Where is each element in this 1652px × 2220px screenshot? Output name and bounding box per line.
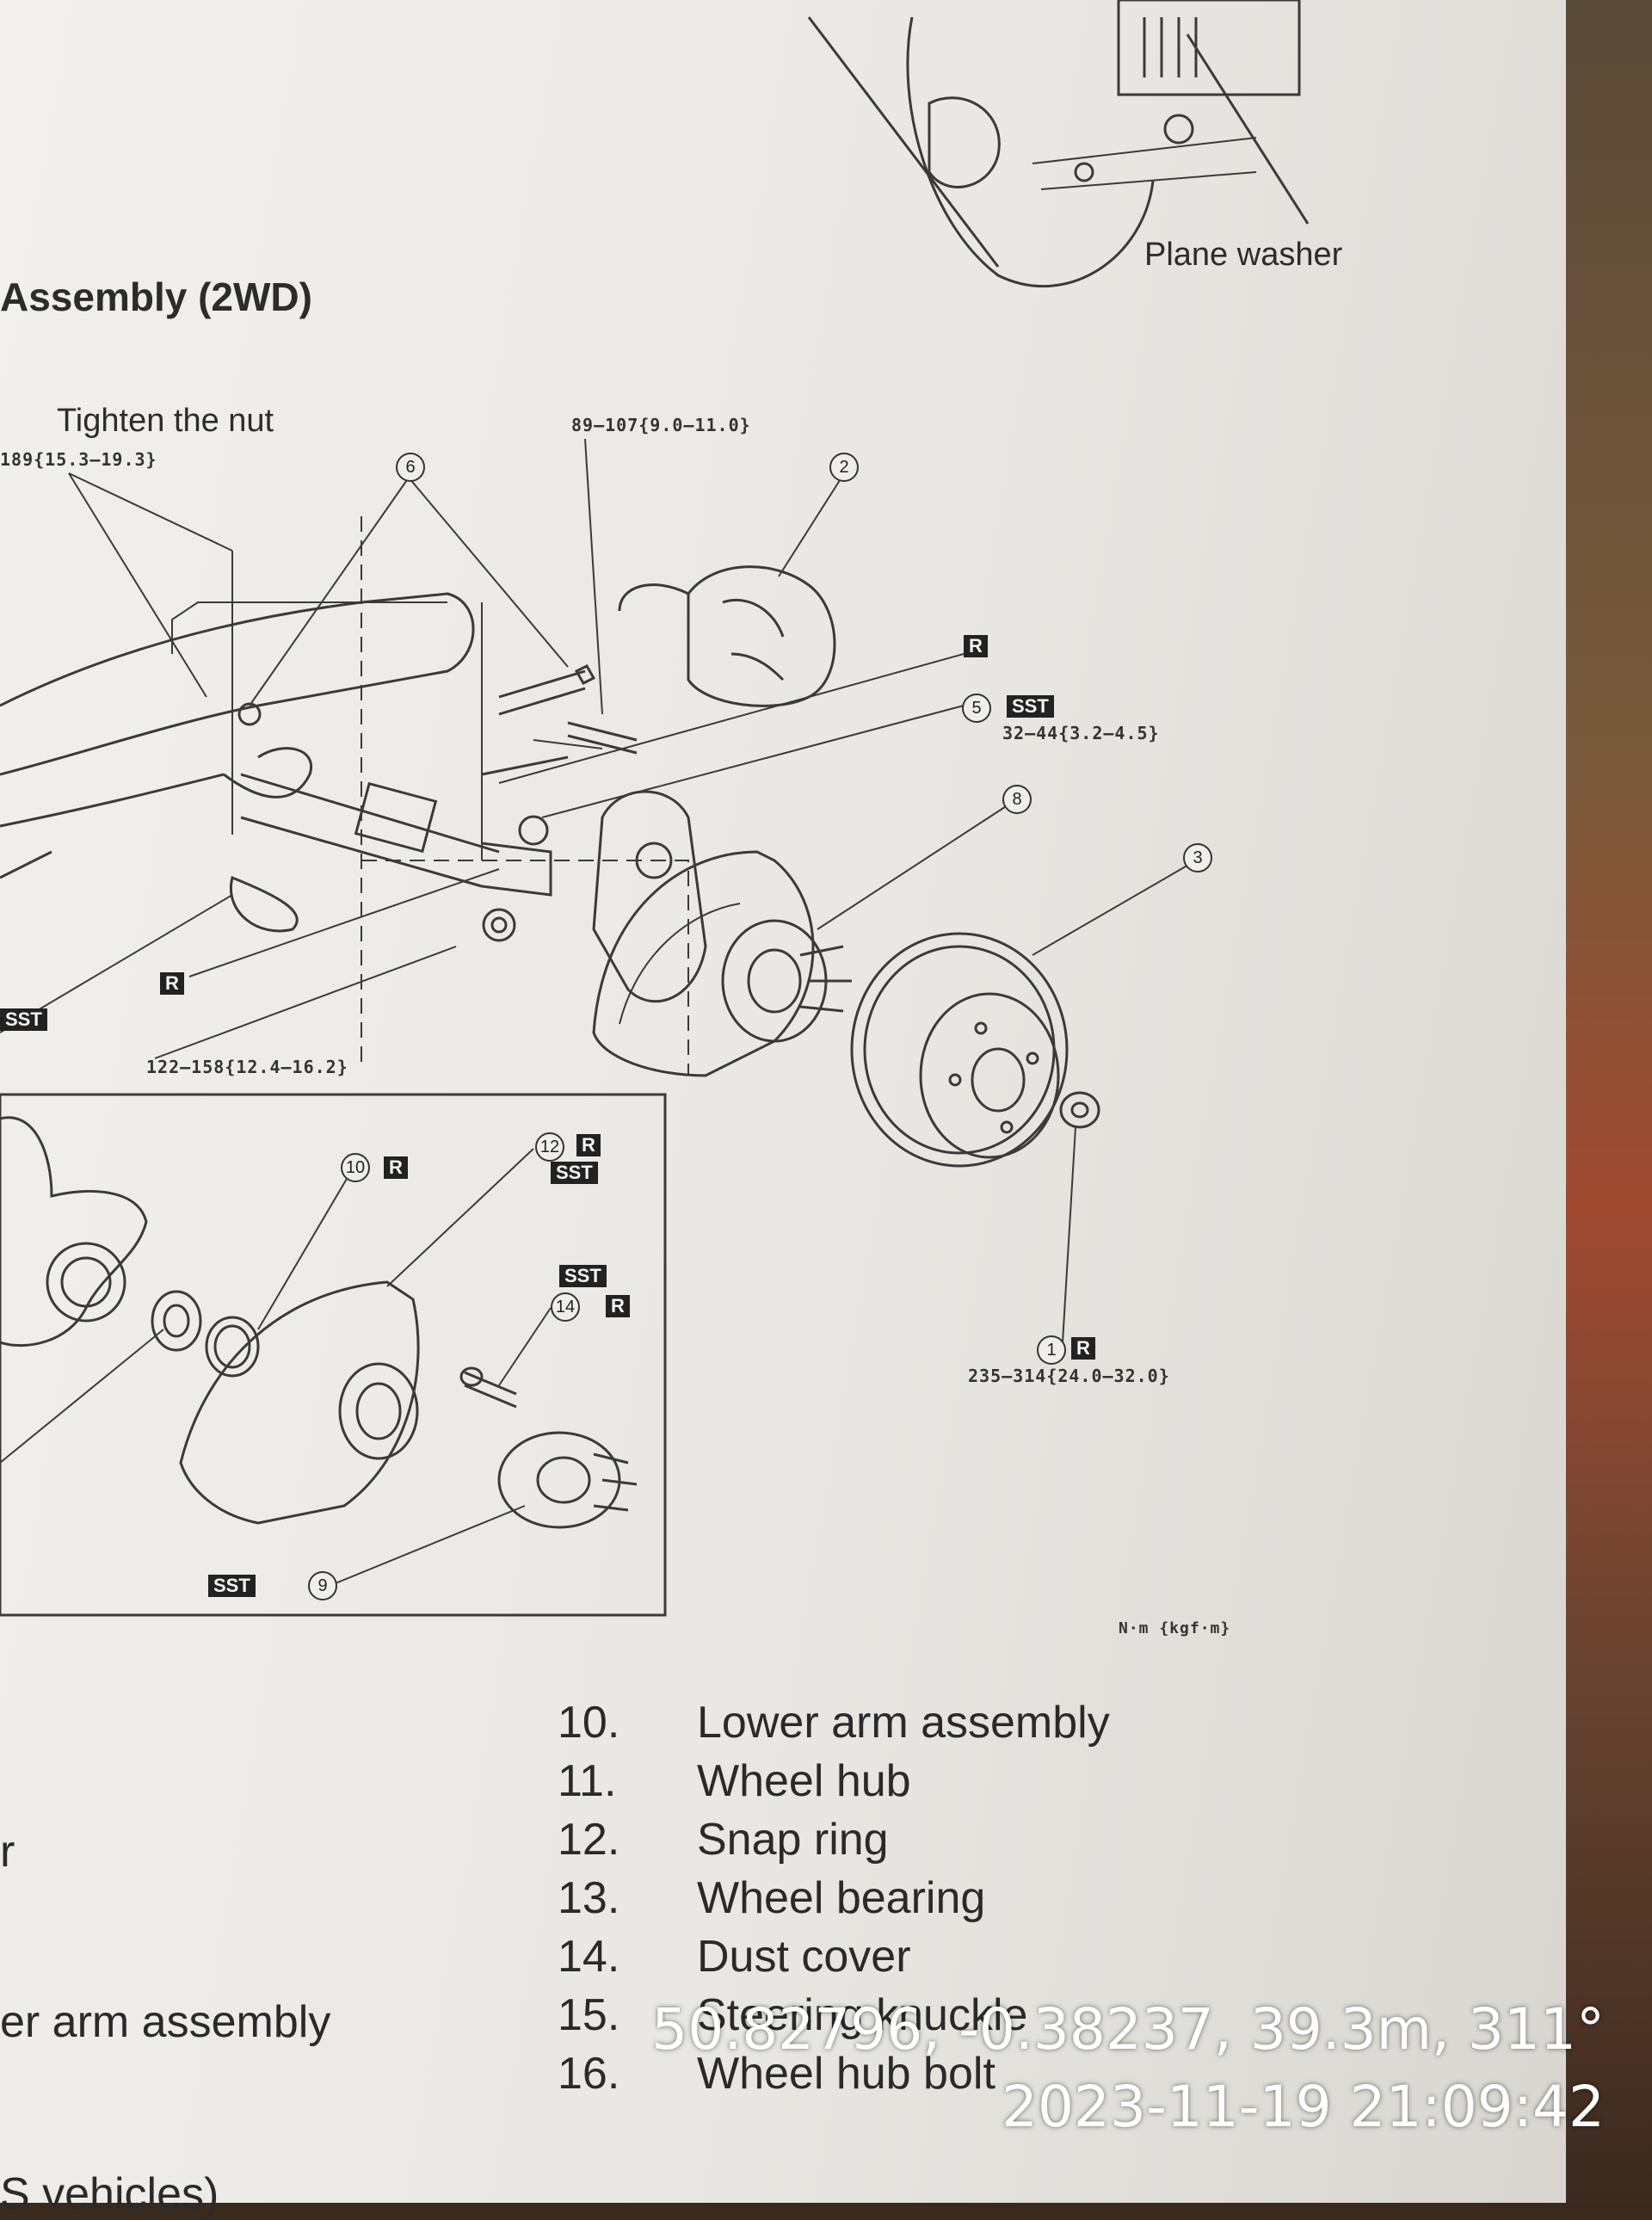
tag-sst: SST xyxy=(559,1265,607,1287)
timestamp: 2023-11-19 21:09:42 xyxy=(1002,2074,1605,2140)
legend-item: 16.Wheel hub bolt xyxy=(558,2049,996,2099)
tag-r: R xyxy=(1071,1337,1095,1360)
legend-item: 10.Lower arm assembly xyxy=(558,1698,1110,1748)
callout-9: 9 xyxy=(308,1571,337,1600)
legend-item: 13.Wheel bearing xyxy=(558,1873,986,1923)
tag-r: R xyxy=(384,1156,408,1179)
callout-2: 2 xyxy=(829,453,859,482)
tag-r: R xyxy=(606,1295,630,1317)
callout-5: 5 xyxy=(962,694,991,723)
parts-legend: 10.Lower arm assembly 11.Wheel hub 12.Sn… xyxy=(558,1693,1110,2103)
tag-r: R xyxy=(964,635,988,657)
callout-12: 12 xyxy=(535,1132,564,1162)
callout-10: 10 xyxy=(341,1153,370,1182)
callout-3: 3 xyxy=(1183,843,1212,873)
torque-spec-5: 32—44{3.2—4.5} xyxy=(1002,723,1160,743)
legend-fragment: S vehicles) xyxy=(0,2169,219,2219)
torque-spec-6: 189{15.3—19.3} xyxy=(0,449,157,470)
callout-8: 8 xyxy=(1002,785,1032,814)
callout-1: 1 xyxy=(1037,1335,1066,1365)
tag-r: R xyxy=(576,1134,601,1156)
legend-item: 14.Dust cover xyxy=(558,1932,911,1982)
callout-14: 14 xyxy=(551,1292,580,1322)
gps-stamp: 50.82796, -0.38237, 39.3m, 311° xyxy=(651,1996,1605,2063)
legend-fragment: r xyxy=(0,1827,15,1877)
legend-item: 12.Snap ring xyxy=(558,1815,889,1865)
exploded-diagram xyxy=(0,0,1310,1617)
legend-fragment: er arm assembly xyxy=(0,1997,331,2047)
plane-washer-label: Plane washer xyxy=(1144,237,1343,273)
legend-item: 15.Steering knuckle xyxy=(558,1990,1028,2040)
torque-spec-bolt: 89—107{9.0—11.0} xyxy=(571,415,751,435)
manual-page: Assembly (2WD) xyxy=(0,0,1566,2219)
tag-sst: SST xyxy=(208,1575,256,1597)
callout-6: 6 xyxy=(396,453,425,482)
section-heading: Assembly (2WD) xyxy=(0,274,312,319)
tag-r: R xyxy=(160,972,184,995)
tighten-nut-label: Tighten the nut xyxy=(57,403,274,439)
torque-spec-1: 235—314{24.0—32.0} xyxy=(968,1366,1170,1386)
tag-sst: SST xyxy=(0,1008,47,1031)
torque-spec-nut: 122—158{12.4—16.2} xyxy=(146,1057,348,1077)
units-label: N·m {kgf·m} xyxy=(1119,1619,1231,1637)
tag-sst: SST xyxy=(1007,695,1054,718)
legend-item: 11.Wheel hub xyxy=(558,1756,911,1806)
tag-sst: SST xyxy=(551,1162,598,1184)
